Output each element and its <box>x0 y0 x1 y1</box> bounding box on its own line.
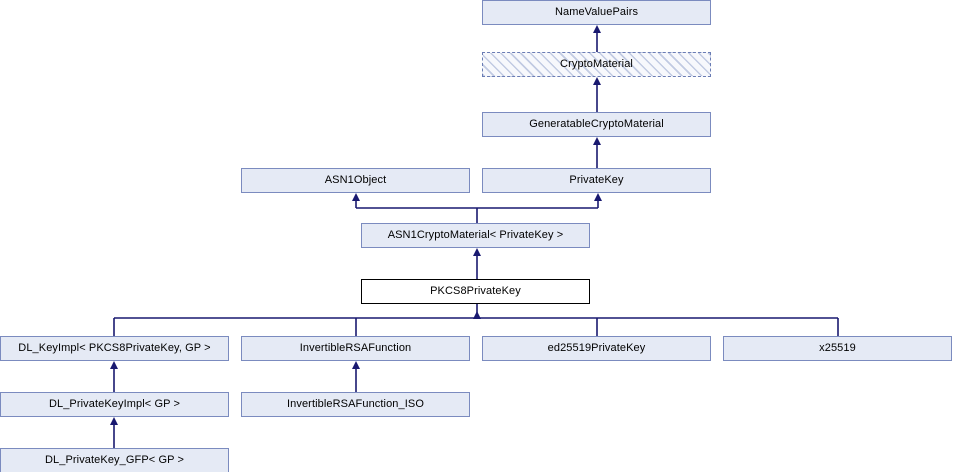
class-node-label: InvertibleRSAFunction_ISO <box>286 398 424 410</box>
class-node-label: x25519 <box>819 342 856 354</box>
class-node-label: ASN1Object <box>324 174 387 186</box>
class-node-namevaluepairs[interactable]: NameValuePairs <box>482 0 711 25</box>
class-node-label: DL_KeyImpl< PKCS8PrivateKey, GP > <box>18 342 211 354</box>
class-node-generatablecryptomaterial[interactable]: GeneratableCryptoMaterial <box>482 112 711 137</box>
class-node-cryptomaterial[interactable]: CryptoMaterial <box>482 52 711 77</box>
edge-invertiblersaiso-to-invertiblersa <box>352 361 360 392</box>
edge-privatekey-to-generatablecrypto <box>593 137 601 168</box>
class-node-asn1cryptomaterial[interactable]: ASN1CryptoMaterial< PrivateKey > <box>361 223 590 248</box>
class-node-label: CryptoMaterial <box>560 58 633 70</box>
class-node-invertiblersafunction[interactable]: InvertibleRSAFunction <box>241 336 470 361</box>
class-node-label: DL_PrivateKeyImpl< GP > <box>48 398 181 410</box>
edge-dlprivatekeyimpl-to-dlkeyimpl <box>110 361 118 392</box>
class-node-ed25519privatekey[interactable]: ed25519PrivateKey <box>482 336 711 361</box>
class-node-label: ASN1CryptoMaterial< PrivateKey > <box>387 229 564 241</box>
edge-generatablecrypto-to-cryptomaterial <box>593 77 601 112</box>
class-node-dl-privatekeyimpl[interactable]: DL_PrivateKeyImpl< GP > <box>0 392 229 417</box>
class-node-label: PKCS8PrivateKey <box>430 285 521 297</box>
edge-bus-pkcs8privatekey-children <box>113 304 839 336</box>
class-node-dl-keyimpl[interactable]: DL_KeyImpl< PKCS8PrivateKey, GP > <box>0 336 229 361</box>
class-node-label: InvertibleRSAFunction <box>299 342 412 354</box>
class-node-label: NameValuePairs <box>554 6 639 18</box>
edge-pkcs8privatekey-to-asn1cryptomaterial <box>473 248 481 279</box>
edge-asn1cryptomaterial-to-parents <box>352 193 602 223</box>
class-node-asn1object[interactable]: ASN1Object <box>241 168 470 193</box>
class-node-dl-privatekey-gfp[interactable]: DL_PrivateKey_GFP< GP > <box>0 448 229 472</box>
class-node-label: PrivateKey <box>569 174 624 186</box>
class-node-pkcs8privatekey[interactable]: PKCS8PrivateKey <box>361 279 590 304</box>
edge-dlprivatekeygfp-to-dlprivatekeyimpl <box>110 417 118 448</box>
class-node-privatekey[interactable]: PrivateKey <box>482 168 711 193</box>
class-node-label: DL_PrivateKey_GFP< GP > <box>44 454 185 466</box>
class-node-label: GeneratableCryptoMaterial <box>529 118 664 130</box>
class-node-label: ed25519PrivateKey <box>547 342 646 354</box>
class-node-invertiblersafunction-iso[interactable]: InvertibleRSAFunction_ISO <box>241 392 470 417</box>
class-node-x25519[interactable]: x25519 <box>723 336 952 361</box>
edge-cryptomaterial-to-namevaluepairs <box>593 25 601 52</box>
